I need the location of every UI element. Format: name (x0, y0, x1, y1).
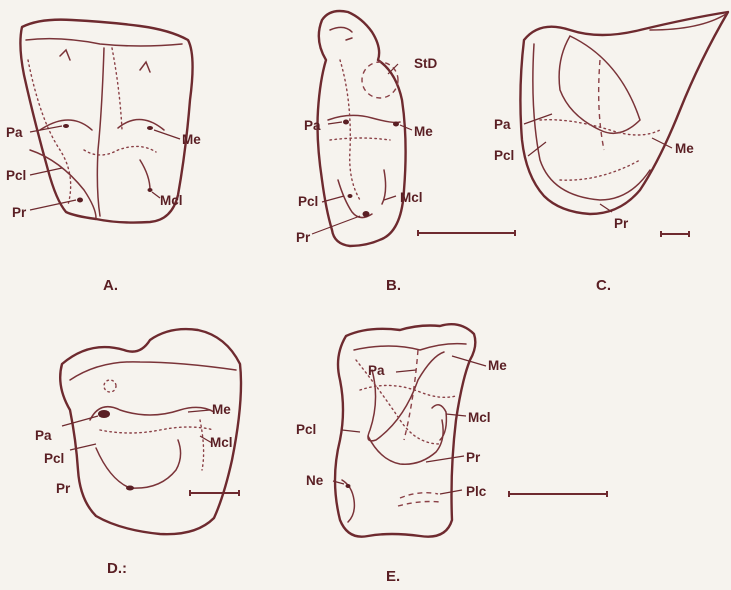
leader-me-d (188, 410, 210, 412)
leader-mcl-b (384, 196, 396, 200)
label-me-c: Me (675, 141, 694, 156)
blade-edge-c (650, 14, 726, 30)
crest-line-a (26, 39, 182, 46)
leader-me-a (154, 130, 180, 139)
apex-marks-b (330, 27, 352, 40)
leader-mcl-a (152, 192, 160, 198)
plc-lines-e (398, 493, 440, 506)
dotted-groove-a1 (28, 60, 71, 205)
pr-point-b (363, 211, 370, 217)
dashed-groove-c (599, 60, 604, 150)
label-pcl-c: Pcl (494, 148, 514, 163)
leader-pr-e (426, 456, 464, 462)
leader-pa-c (524, 114, 552, 124)
leader-pcl-e (342, 430, 360, 432)
mcl-ridge-e (432, 405, 446, 440)
panel-e: Pa Me Mcl Pcl Pr Ne Plc E. (296, 324, 607, 585)
pcl-point-b (348, 194, 353, 198)
mcl-ridge-a (140, 160, 150, 190)
label-plc-e: Plc (466, 484, 487, 499)
me-crest-a (118, 119, 164, 130)
dotted-cross-a (84, 146, 156, 155)
dotted-ring-d (104, 380, 116, 392)
label-pcl-b: Pcl (298, 194, 318, 209)
dashed-groove-e (404, 350, 418, 440)
label-pr-c: Pr (614, 216, 629, 231)
label-pa-c: Pa (494, 117, 511, 132)
dotted-cross-b (330, 138, 390, 140)
mcl-point-a (148, 188, 153, 192)
label-std-b: StD (414, 56, 438, 71)
leader-pa-b (328, 122, 342, 124)
label-mcl-d: Mcl (210, 435, 233, 450)
panel-b: StD Pa Me Pcl Mcl Pr B. (296, 11, 515, 294)
label-mcl-b: Mcl (400, 190, 423, 205)
label-mcl-e: Mcl (468, 410, 491, 425)
label-pa-e: Pa (368, 363, 385, 378)
pr-point-a (77, 198, 83, 203)
tooth-outline-c (520, 12, 728, 214)
leader-pa-d (62, 416, 98, 426)
label-me-e: Me (488, 358, 507, 373)
pa-me-crest-b (328, 115, 400, 122)
panel-letter-c: C. (596, 277, 611, 294)
label-pa-a: Pa (6, 125, 23, 140)
me-point-a (147, 126, 153, 130)
leader-pcl-a (30, 168, 62, 175)
dotted-lower-c (560, 160, 640, 180)
pa-point-b (343, 120, 349, 125)
leader-me-c (652, 138, 672, 148)
label-pa-b: Pa (304, 118, 321, 133)
panel-letter-b: B. (386, 277, 401, 294)
pr-curve-e (368, 420, 443, 464)
label-me-b: Me (414, 124, 433, 139)
mcl-ridge-b (382, 170, 386, 204)
label-pa-d: Pa (35, 428, 52, 443)
label-pr-d: Pr (56, 481, 71, 496)
pr-loop-d (96, 440, 181, 488)
median-ridge-a (97, 48, 104, 216)
leader-pr-c (600, 204, 612, 212)
panel-a: Pa Me Pcl Mcl Pr A. (6, 20, 201, 294)
leader-pr-a (30, 200, 76, 210)
pa-point-d (98, 410, 110, 418)
label-pcl-e: Pcl (296, 422, 316, 437)
me-point-b (393, 122, 399, 127)
label-pcl-a: Pcl (6, 168, 26, 183)
cusp-marks-a (60, 50, 150, 72)
panel-letter-a: A. (103, 277, 118, 294)
pr-point-d (126, 486, 134, 491)
label-pr-b: Pr (296, 230, 311, 245)
leader-pa-e (396, 370, 416, 372)
label-pcl-d: Pcl (44, 451, 64, 466)
tooth-outline-b (318, 11, 406, 246)
panel-letter-e: E. (386, 568, 400, 585)
label-pr-a: Pr (12, 205, 27, 220)
dotted-groove-a2 (112, 48, 122, 130)
panel-c: Pa Me Pcl Pr C. (494, 12, 728, 294)
label-pr-e: Pr (466, 450, 481, 465)
std-circle-b (362, 62, 398, 98)
panel-d: Me Pa Mcl Pcl Pr D.: (35, 329, 241, 577)
label-mcl-a: Mcl (160, 193, 183, 208)
label-ne-e: Ne (306, 473, 324, 488)
label-me-d: Me (212, 402, 231, 417)
leader-pr-b (312, 216, 360, 234)
dotted-groove-b (340, 60, 360, 200)
top-crest-d (70, 362, 236, 380)
pa-point-a (63, 124, 69, 128)
label-me-a: Me (182, 132, 201, 147)
leader-pcl-d (70, 444, 96, 450)
dotted-cross-d (100, 427, 214, 433)
top-crest-e (354, 344, 466, 350)
panel-letter-d: D.: (107, 560, 127, 577)
ne-point-e (346, 484, 351, 488)
inner-rim-c (533, 44, 650, 200)
